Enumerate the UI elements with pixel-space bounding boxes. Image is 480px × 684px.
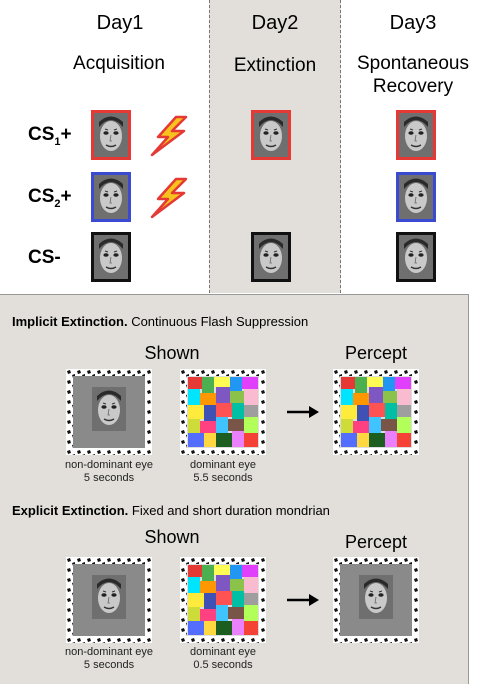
explicit-percept-label: Percept <box>344 532 408 552</box>
explicit-percept-stimulus <box>333 557 419 643</box>
implicit-face-stimulus <box>66 369 152 455</box>
cs2-label: CS2+ <box>28 186 72 210</box>
day1-title: Day1 <box>96 12 144 34</box>
explicit-shown-label: Shown <box>144 527 200 547</box>
implicit-mondrian-stimulus <box>180 369 266 455</box>
explicit-face-stimulus <box>66 557 152 643</box>
csminus-face-day3 <box>396 232 436 282</box>
day2-left-divider <box>209 0 210 293</box>
shock-bolt-icon <box>146 177 190 219</box>
cs1-label: CS1+ <box>28 124 72 148</box>
cs1-face-day1 <box>91 110 131 160</box>
implicit-percept-stimulus <box>333 369 419 455</box>
cs2-face-day1 <box>91 172 131 222</box>
cs1-face-day3 <box>396 110 436 160</box>
implicit-percept-label: Percept <box>344 343 408 363</box>
recovery-title-line1: Spontaneous <box>357 53 469 74</box>
acquisition-title: Acquisition <box>73 53 165 74</box>
csminus-face-day2 <box>251 232 291 282</box>
cs2-face-day3 <box>396 172 436 222</box>
day3-title: Day3 <box>389 12 437 34</box>
csminus-face-day1 <box>91 232 131 282</box>
csminus-label: CS- <box>28 247 61 268</box>
implicit-arrow-icon <box>287 406 319 418</box>
implicit-title: Implicit Extinction. Continuous Flash Su… <box>12 314 309 329</box>
day2-right-divider <box>340 0 341 293</box>
explicit-title: Explicit Extinction. Fixed and short dur… <box>12 503 330 518</box>
cs1-face-day2 <box>251 110 291 160</box>
explicit-arrow-icon <box>287 594 319 606</box>
implicit-shown-label: Shown <box>144 343 200 363</box>
recovery-title-line2: Recovery <box>372 76 454 97</box>
extinction-title: Extinction <box>233 55 317 76</box>
shock-bolt-icon <box>146 115 190 157</box>
day2-title: Day2 <box>251 12 299 34</box>
explicit-mondrian-stimulus <box>180 557 266 643</box>
